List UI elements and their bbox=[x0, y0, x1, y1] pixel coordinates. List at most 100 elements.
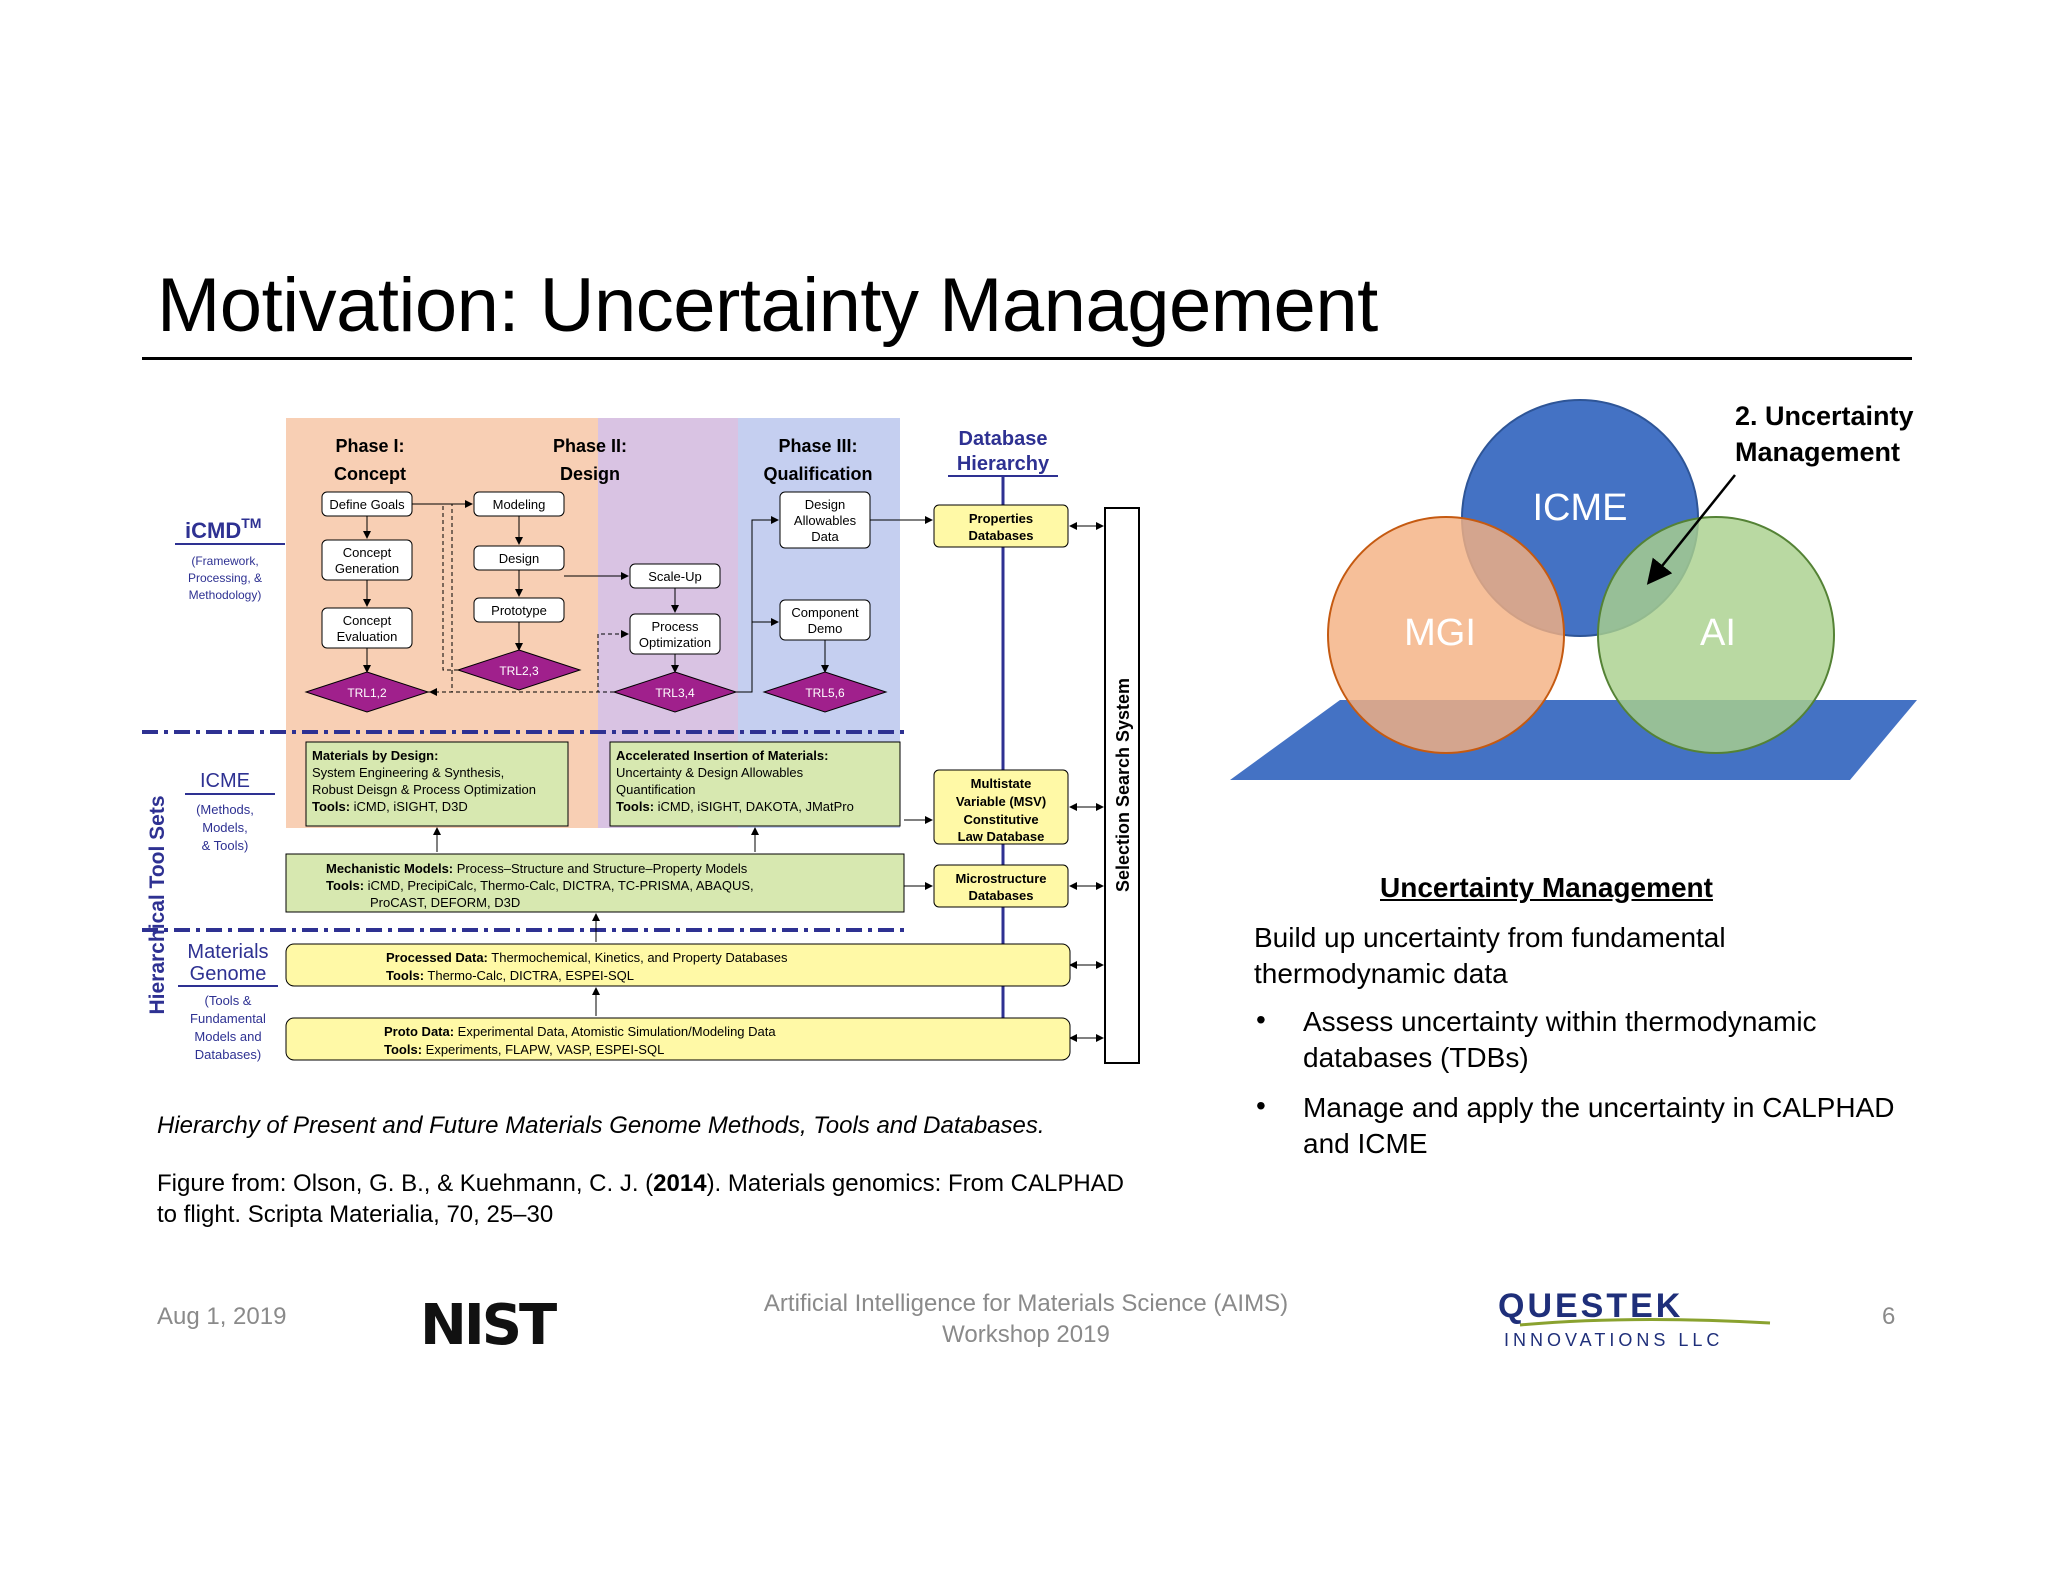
figure-citation: Figure from: Olson, G. B., & Kuehmann, C… bbox=[157, 1170, 1124, 1228]
svg-text:TRL1,2: TRL1,2 bbox=[347, 686, 387, 700]
uncertainty-bullet-2: Manage and apply the uncertainty in CALP… bbox=[1303, 1092, 1895, 1159]
modeling-box: Modeling bbox=[473, 491, 565, 517]
svg-text:Design: Design bbox=[499, 551, 539, 566]
phase3-subtitle: Qualification bbox=[763, 464, 872, 484]
svg-text:Tools: iCMD, iSIGHT, DAKOTA, J: Tools: iCMD, iSIGHT, DAKOTA, JMatPro bbox=[616, 799, 854, 814]
processed-data-box: Processed Data: Thermochemical, Kinetics… bbox=[285, 943, 1071, 987]
icme-circle-label: ICME bbox=[1533, 487, 1628, 529]
svg-text:Materials by Design:: Materials by Design: bbox=[312, 748, 438, 763]
mechanistic-models-box: Mechanistic Models: Process–Structure an… bbox=[285, 853, 905, 913]
figure-caption: Hierarchy of Present and Future Material… bbox=[157, 1112, 1045, 1139]
icme-side-desc-1: (Methods, bbox=[196, 802, 254, 817]
svg-text:ProCAST, DEFORM, D3D: ProCAST, DEFORM, D3D bbox=[370, 895, 520, 910]
venn-base-plane bbox=[1230, 700, 1917, 780]
mg-side-desc-3: Models and bbox=[194, 1029, 261, 1044]
design-box: Design bbox=[473, 545, 565, 571]
db-hierarchy-title: Database bbox=[959, 428, 1048, 450]
uncertainty-intro: Build up uncertainty from fundamental th… bbox=[1254, 922, 1726, 989]
phase2-title: Phase II: bbox=[553, 436, 627, 456]
ai-circle-label: AI bbox=[1700, 612, 1736, 654]
svg-text:Tools: Experiments, FLAPW, VAS: Tools: Experiments, FLAPW, VASP, ESPEI-S… bbox=[384, 1042, 664, 1057]
svg-text:Modeling: Modeling bbox=[493, 497, 546, 512]
svg-text:Define Goals: Define Goals bbox=[329, 497, 405, 512]
svg-text:Uncertainty & Design Allowable: Uncertainty & Design Allowables bbox=[616, 765, 804, 780]
mg-side-desc-2: Fundamental bbox=[190, 1011, 266, 1026]
svg-text:Microstructure: Microstructure bbox=[955, 871, 1046, 886]
svg-text:Properties: Properties bbox=[969, 511, 1033, 526]
svg-text:Tools: iCMD, iSIGHT, D3D: Tools: iCMD, iSIGHT, D3D bbox=[312, 799, 468, 814]
scale-up-box: Scale-Up bbox=[629, 563, 721, 589]
svg-text:Design: Design bbox=[805, 497, 845, 512]
mg-side-title-1: Materials bbox=[187, 941, 268, 963]
phase1-subtitle: Concept bbox=[334, 464, 406, 484]
svg-text:Allowables: Allowables bbox=[794, 513, 857, 528]
page-number: 6 bbox=[1882, 1303, 1896, 1330]
phase1-title: Phase I: bbox=[335, 436, 404, 456]
bullet-dot-2: • bbox=[1256, 1090, 1266, 1121]
db-hierarchy-subtitle: Hierarchy bbox=[957, 453, 1050, 475]
venn-diagram: ICME MGI AI bbox=[1230, 399, 1917, 780]
svg-text:Multistate: Multistate bbox=[971, 776, 1032, 791]
concept-generation-box: Concept Generation bbox=[321, 539, 413, 581]
selection-search-system-bar: Selection Search System bbox=[1104, 507, 1140, 1064]
component-demo-box: Component Demo bbox=[779, 599, 871, 641]
footer-venue-line-1: Artificial Intelligence for Materials Sc… bbox=[763, 1290, 1289, 1317]
msv-database-box: Multistate Variable (MSV) Constitutive L… bbox=[933, 769, 1069, 845]
svg-text:Component: Component bbox=[791, 605, 859, 620]
phase2-subtitle: Design bbox=[560, 464, 620, 484]
icmd-title: iCMDTM bbox=[185, 515, 261, 543]
svg-text:Optimization: Optimization bbox=[639, 635, 711, 650]
footer-date: Aug 1, 2019 bbox=[157, 1303, 287, 1330]
mg-side-desc-4: Databases) bbox=[195, 1047, 261, 1062]
define-goals-box: Define Goals bbox=[321, 491, 413, 517]
mgi-circle bbox=[1327, 516, 1565, 754]
dashed-loop-trl23 bbox=[442, 503, 472, 671]
svg-text:Evaluation: Evaluation bbox=[337, 629, 398, 644]
footer-venue: Artificial Intelligence for Materials Sc… bbox=[726, 1288, 1326, 1350]
mgi-circle-label: MGI bbox=[1404, 612, 1476, 654]
svg-text:Processed Data: Thermochemical: Processed Data: Thermochemical, Kinetics… bbox=[386, 950, 788, 965]
design-allowables-box: Design Allowables Data bbox=[779, 491, 871, 549]
svg-text:Scale-Up: Scale-Up bbox=[648, 569, 701, 584]
phase3-title: Phase III: bbox=[778, 436, 857, 456]
trl12-diamond: TRL1,2 bbox=[304, 671, 430, 713]
svg-text:Quantification: Quantification bbox=[616, 782, 696, 797]
svg-text:Mechanistic Models: Process–St: Mechanistic Models: Process–Structure an… bbox=[326, 861, 748, 876]
accelerated-insertion-box: Accelerated Insertion of Materials: Unce… bbox=[609, 741, 901, 827]
svg-text:Tools: iCMD, PrecipiCalc, Ther: Tools: iCMD, PrecipiCalc, Thermo-Calc, D… bbox=[326, 878, 754, 893]
svg-text:Prototype: Prototype bbox=[491, 603, 547, 618]
svg-text:Databases: Databases bbox=[968, 888, 1033, 903]
svg-text:Concept: Concept bbox=[343, 545, 392, 560]
mg-side-title-2: Genome bbox=[190, 963, 267, 985]
materials-genome-hierarchy-figure: Phase I: Concept Phase II: Design Phase … bbox=[142, 418, 1140, 1064]
nist-logo: NIST bbox=[420, 1293, 557, 1358]
process-optimization-box: Process Optimization bbox=[629, 613, 721, 655]
properties-databases-box: Properties Databases bbox=[933, 504, 1069, 548]
svg-text:Robust Deisgn & Process Optimi: Robust Deisgn & Process Optimization bbox=[312, 782, 536, 797]
proto-data-box: Proto Data: Experimental Data, Atomistic… bbox=[285, 1017, 1071, 1061]
slide-title: Motivation: Uncertainty Management bbox=[157, 263, 1378, 348]
svg-text:Concept: Concept bbox=[343, 613, 392, 628]
svg-text:INNOVATIONS LLC: INNOVATIONS LLC bbox=[1504, 1330, 1723, 1350]
hierarchical-tool-sets-label: Hierarchical Tool Sets bbox=[146, 795, 169, 1014]
prototype-box: Prototype bbox=[473, 597, 565, 623]
annotation-line-1: 2. Uncertainty bbox=[1735, 401, 1914, 431]
icme-side-desc-3: & Tools) bbox=[202, 838, 249, 853]
annotation-arrow bbox=[1646, 474, 1736, 585]
svg-text:Process: Process bbox=[652, 619, 699, 634]
icme-side-desc-2: Models, bbox=[202, 820, 248, 835]
svg-text:Generation: Generation bbox=[335, 561, 399, 576]
concept-evaluation-box: Concept Evaluation bbox=[321, 607, 413, 649]
icmd-desc-2: Processing, & bbox=[188, 571, 262, 585]
icmd-desc-3: Methodology) bbox=[189, 588, 262, 602]
svg-text:Data: Data bbox=[811, 529, 839, 544]
svg-text:Tools: Thermo-Calc, DICTRA, ES: Tools: Thermo-Calc, DICTRA, ESPEI-SQL bbox=[386, 968, 634, 983]
arrow-trl34-allowables bbox=[736, 516, 779, 693]
svg-text:Variable (MSV): Variable (MSV) bbox=[956, 794, 1046, 809]
svg-text:System Engineering & Synthesis: System Engineering & Synthesis, bbox=[312, 765, 504, 780]
trl34-diamond: TRL3,4 bbox=[612, 671, 738, 713]
trl23-diamond: TRL2,3 bbox=[456, 649, 582, 691]
materials-by-design-box: Materials by Design: System Engineering … bbox=[305, 741, 569, 827]
svg-text:Demo: Demo bbox=[808, 621, 843, 636]
svg-text:Selection Search System: Selection Search System bbox=[1113, 678, 1133, 892]
